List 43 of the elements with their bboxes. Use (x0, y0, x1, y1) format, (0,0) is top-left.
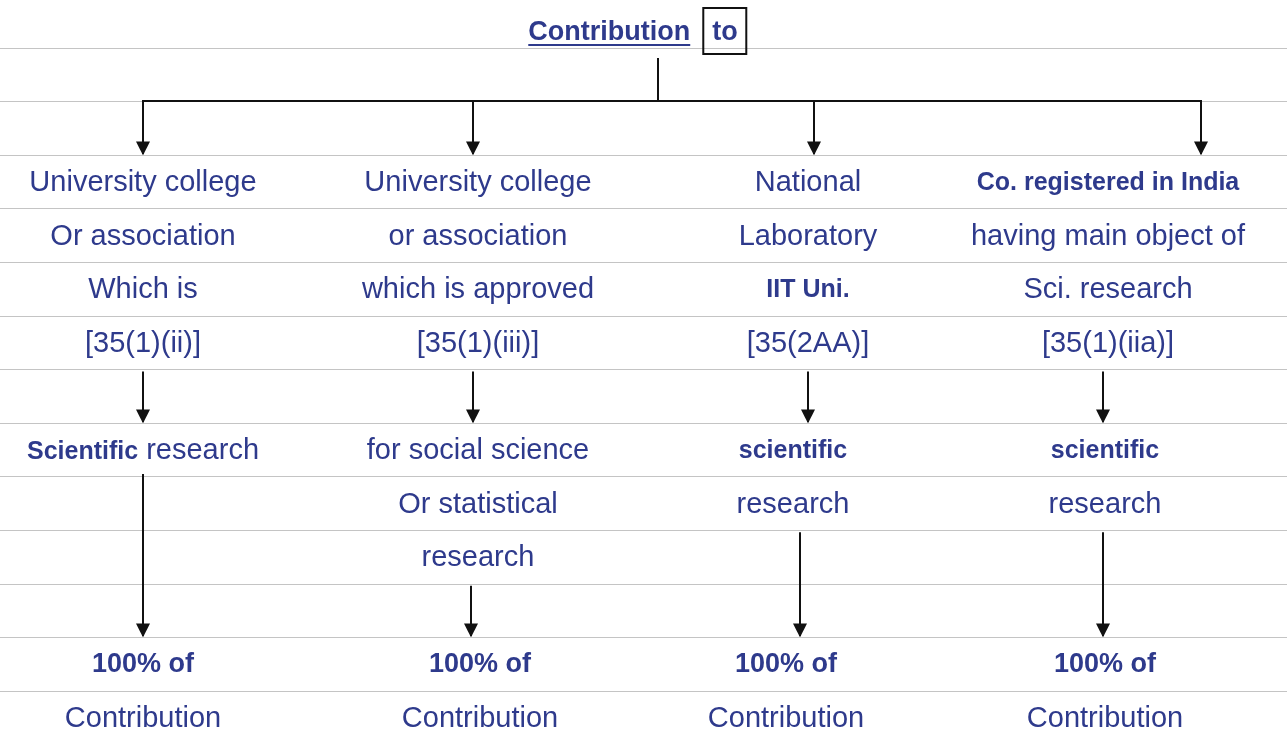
node-text: 100% of (733, 647, 838, 680)
node-text: for social science (366, 432, 590, 467)
heading-text: Contribution (528, 14, 691, 48)
node-text: [35(1)(ii)] (84, 324, 202, 360)
arrow (466, 370, 480, 424)
arrow (136, 473, 150, 638)
node-text: University college (29, 164, 257, 199)
node-text: Contribution (64, 699, 222, 735)
node-text: research (736, 485, 850, 521)
arrow (793, 531, 807, 638)
node-text: [35(2AA)] (745, 324, 871, 360)
arrow (1096, 370, 1110, 424)
node-text: [35(1)(iii)] (415, 324, 541, 360)
arrow (657, 57, 1208, 156)
node-text: having main object of (970, 217, 1246, 253)
node-text: scientific (737, 434, 849, 465)
arrow (801, 370, 815, 424)
node-text: 100% of (90, 647, 195, 680)
node-text: Contribution (401, 699, 559, 735)
node-text: University college (363, 164, 593, 199)
boxed-text: to (702, 7, 748, 55)
node-text: Or statistical (397, 485, 559, 521)
node-text: research (1048, 485, 1162, 521)
node-text: National (753, 164, 863, 199)
arrow (464, 584, 478, 638)
node-text: Which is (87, 271, 199, 307)
node-text: research (420, 539, 536, 575)
node-text: Contribution (707, 699, 865, 735)
node-text: IIT Uni. (765, 273, 851, 305)
node-text: [35(1)(iia)] (1040, 324, 1176, 360)
node-text: 100% of (427, 647, 532, 680)
node-text: Scientific research (27, 432, 259, 467)
node-text: Or association (49, 217, 237, 253)
node-text: Laboratory (738, 217, 878, 253)
node-text: which is approved (361, 271, 595, 307)
arrow (136, 370, 150, 424)
node-text: scientific (1049, 434, 1161, 465)
node-text: Sci. research (1022, 271, 1194, 307)
node-text: 100% of (1052, 647, 1157, 680)
node-text: or association (387, 217, 569, 253)
arrow (1096, 531, 1110, 638)
node-text: Contribution (1026, 699, 1184, 735)
node-text: Co. registered in India (975, 166, 1241, 197)
